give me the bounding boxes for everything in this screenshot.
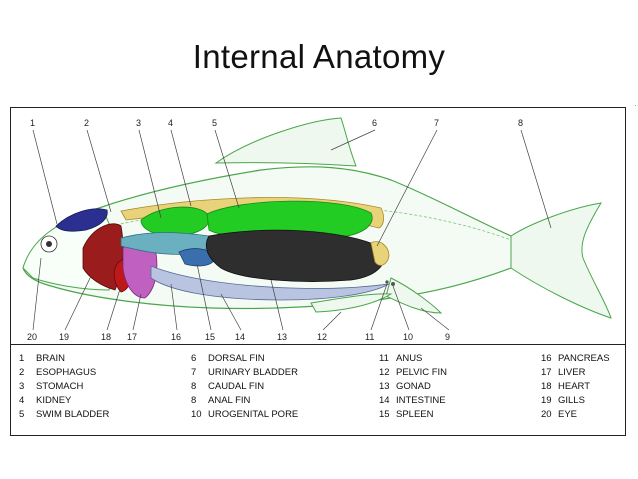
callout-20: 20	[27, 332, 37, 342]
callout-14: 14	[235, 332, 245, 342]
intestine	[150, 265, 390, 301]
callout-11: 11	[365, 332, 374, 342]
swim-bladder-front	[140, 206, 210, 237]
callout-6: 6	[372, 118, 377, 128]
callout-1: 1	[30, 118, 35, 128]
callout-2: 2	[84, 118, 89, 128]
frame-corner-mark: ·	[634, 101, 637, 110]
dorsal-fin	[214, 117, 357, 167]
brain	[55, 208, 108, 232]
anal-fin	[385, 277, 443, 314]
callout-12: 12	[317, 332, 327, 342]
callout-15: 15	[205, 332, 215, 342]
callout-8: 8	[518, 118, 523, 128]
fish-diagram-frame: 1 2 3 4 5 6 7 8 20 19 18 17 16 15 14 13 …	[10, 107, 626, 436]
gonad	[205, 229, 386, 282]
callout-18: 18	[101, 332, 111, 342]
urinary-bladder	[370, 241, 390, 266]
callout-17: 17	[127, 332, 137, 342]
callout-10: 10	[403, 332, 413, 342]
callout-9: 9	[445, 332, 450, 342]
callout-13: 13	[277, 332, 287, 342]
eye-pupil	[46, 241, 52, 247]
urogenital-pore	[391, 282, 395, 286]
callout-labels: 1 2 3 4 5 6 7 8 20 19 18 17 16 15 14 13 …	[27, 118, 552, 342]
anus	[385, 280, 389, 284]
callout-16: 16	[171, 332, 181, 342]
fish-diagram: 1 2 3 4 5 6 7 8 20 19 18 17 16 15 14 13 …	[22, 117, 612, 342]
caudal-fin	[510, 202, 612, 319]
callout-7: 7	[434, 118, 439, 128]
slide-title: Internal Anatomy	[192, 38, 446, 75]
callout-19: 19	[59, 332, 69, 342]
pelvic-fin	[310, 293, 393, 313]
callout-3: 3	[136, 118, 141, 128]
callout-5: 5	[212, 118, 217, 128]
callout-4: 4	[168, 118, 173, 128]
